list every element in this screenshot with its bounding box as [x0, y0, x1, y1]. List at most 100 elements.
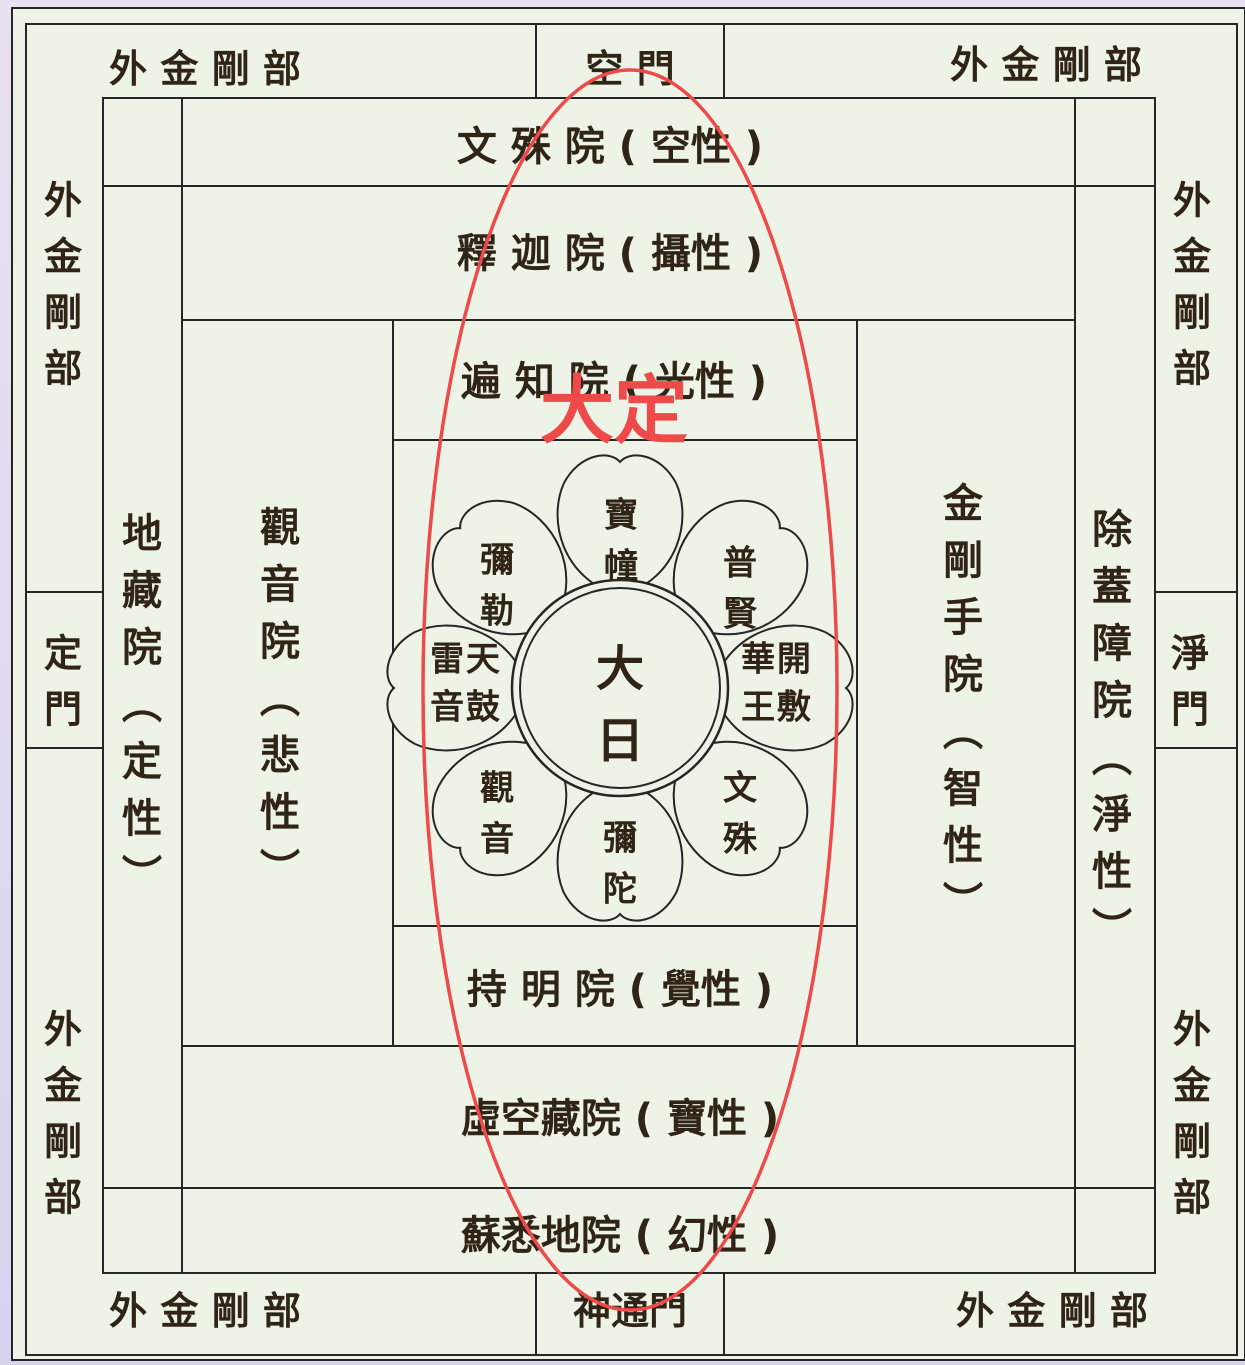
vertical-char: 剛	[943, 538, 983, 584]
grid-char: 王	[741, 687, 775, 727]
petal-label-bottom-left: 觀音	[480, 769, 514, 860]
court-dizang: 地藏院 ︵ 定性 ︶	[122, 511, 162, 899]
lotus-center-label: 大日	[596, 641, 644, 769]
vertical-char: 普	[723, 544, 757, 584]
court-xukongzang: 虛空藏院 ( 寶性 )	[461, 1096, 779, 1142]
vertical-char: 音	[480, 820, 514, 860]
vertical-char: 藏	[122, 568, 162, 614]
vertical-char: 院	[260, 619, 300, 665]
vertical-char: 文	[723, 769, 757, 809]
vertical-char: 性	[1092, 849, 1132, 895]
vertical-char: 金	[1172, 1064, 1212, 1108]
court-shijia: 釋 迦 院 ( 攝性 )	[457, 231, 763, 277]
lotus-center-inner-ring	[519, 587, 721, 789]
vertical-char: 金	[43, 1064, 83, 1108]
annotation-label: 大定	[540, 368, 688, 454]
outer-label-top-right: 外 金 剛 部	[950, 43, 1142, 87]
vertical-char: 陀	[603, 870, 637, 910]
petal-bottom	[556, 778, 684, 922]
vertical-char: 日	[596, 713, 644, 769]
vertical-char: 部	[1173, 1176, 1211, 1220]
vertical-char: 彌	[480, 541, 514, 581]
vertical-char: 部	[1173, 347, 1211, 391]
vertical-char: ︶	[260, 847, 300, 893]
petal-bottom-left	[431, 740, 568, 877]
vertical-char: 蓋	[1092, 564, 1132, 610]
petal-top-right	[672, 499, 809, 636]
court-guanyin: 觀音院 ︵ 悲性 ︶	[260, 505, 300, 893]
vertical-char: 院	[122, 625, 162, 671]
grid-char: 敷	[777, 687, 811, 727]
outer-label-bottom-right: 外 金 剛 部	[956, 1289, 1148, 1333]
petal-label-bottom: 彌陀	[603, 819, 637, 910]
petal-label-top-right: 普賢	[723, 544, 758, 635]
vertical-char: ︵	[122, 682, 162, 728]
vertical-char: 金	[942, 481, 984, 527]
vertical-char: 除	[1092, 507, 1133, 553]
vertical-char: 定	[122, 739, 162, 785]
outer-frame	[25, 23, 1238, 1356]
vertical-char: 金	[43, 235, 83, 279]
vertical-char: ︶	[122, 853, 162, 899]
lotus	[386, 454, 854, 922]
vertical-char: ︵	[943, 709, 983, 755]
petal-bottom-right	[672, 740, 809, 877]
vertical-char: 性	[943, 823, 983, 869]
petal-label-top: 寶幢	[604, 496, 638, 587]
grid-char: 雷	[430, 640, 464, 680]
vertical-char: 賢	[723, 595, 758, 635]
petal-right	[710, 624, 854, 752]
vertical-char: 勒	[480, 592, 514, 632]
vertical-char: 障	[1092, 621, 1132, 667]
grid-lines	[26, 24, 1237, 1355]
vertical-char: 部	[44, 1176, 82, 1220]
vertical-char: 殊	[723, 820, 758, 860]
vertical-char: 院	[943, 652, 983, 698]
gate-left: 定門	[44, 632, 82, 732]
vertical-char: 剛	[1173, 291, 1211, 335]
vertical-char: 部	[44, 347, 82, 391]
vertical-char: 性	[260, 790, 300, 836]
vertical-char: 地	[122, 511, 162, 557]
vertical-char: 觀	[260, 505, 300, 551]
vertical-char: 門	[1171, 688, 1209, 732]
grid-char: 鼓	[466, 687, 501, 727]
vertical-char: 剛	[1173, 1120, 1211, 1164]
court-suxidi: 蘇悉地院 ( 幻性 )	[461, 1213, 779, 1259]
vertical-char: 大	[596, 641, 644, 697]
grid-char: 音	[430, 687, 464, 727]
grid-char: 華	[741, 640, 775, 680]
vertical-char: 剛	[44, 1120, 82, 1164]
vertical-char: 寶	[604, 496, 638, 536]
vertical-char: 外	[44, 1008, 82, 1052]
annotation-ellipse	[421, 68, 839, 1312]
grid-char: 天	[466, 640, 500, 680]
vertical-char: 悲	[260, 733, 300, 779]
court-wenshu: 文 殊 院 ( 空性 )	[457, 124, 763, 170]
vertical-char: ︵	[260, 676, 300, 722]
vertical-char: 門	[44, 688, 82, 732]
vertical-char: 淨	[1092, 792, 1132, 838]
outer-label-bottom-left: 外 金 剛 部	[109, 1289, 301, 1333]
vertical-char: ︵	[1092, 735, 1132, 781]
vertical-char: 外	[44, 179, 82, 223]
vertical-char: 手	[943, 595, 983, 641]
petal-top	[556, 454, 684, 598]
vertical-char: 剛	[44, 291, 82, 335]
vertical-char: 外	[1173, 1008, 1211, 1052]
vertical-char: 定	[44, 632, 82, 676]
vertical-char: 淨	[1171, 632, 1209, 676]
vertical-char: 幢	[604, 547, 638, 587]
vertical-char: 金	[1172, 235, 1212, 279]
petal-top-left	[431, 499, 568, 636]
vertical-char: 音	[260, 562, 300, 608]
vertical-char: 性	[122, 796, 162, 842]
vertical-char: 彌	[603, 819, 637, 859]
